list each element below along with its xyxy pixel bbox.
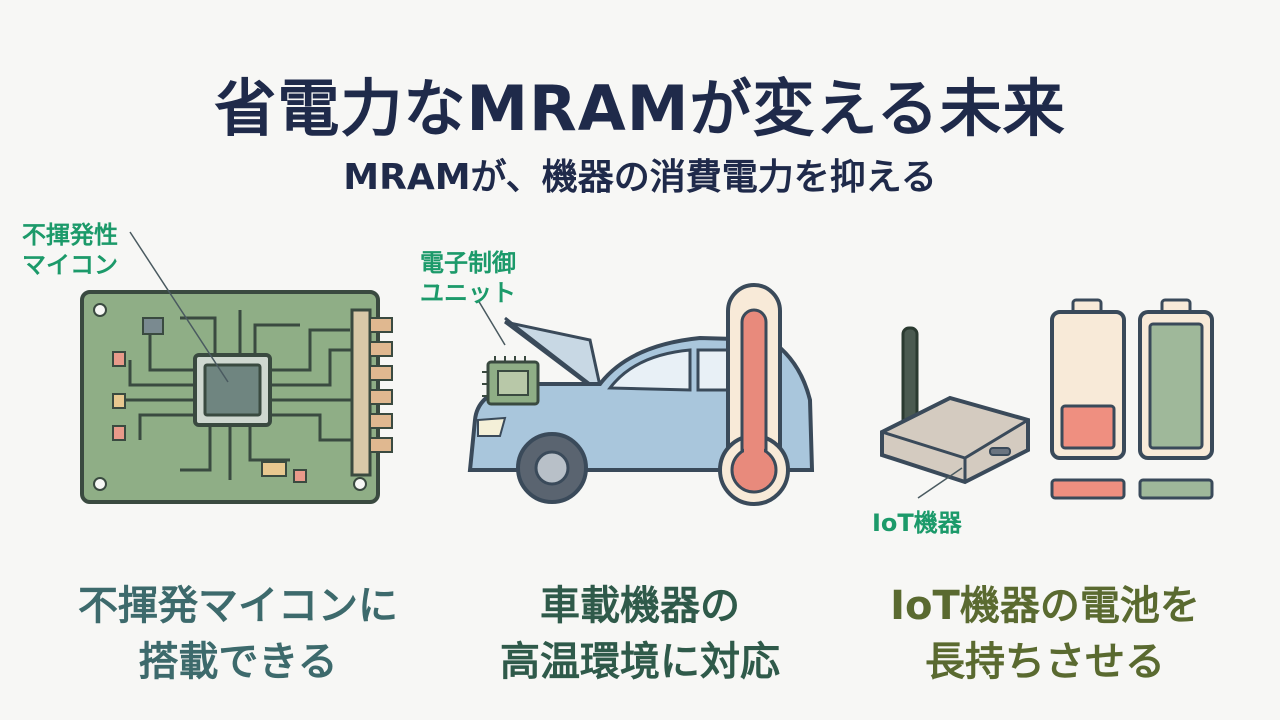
battery-full-illustration bbox=[1138, 298, 1214, 500]
page-title: 省電力なMRAMが変える未来 bbox=[214, 72, 1066, 145]
callout-iot-device: IoT機器 bbox=[872, 509, 962, 537]
caption-automotive: 車載機器の 高温環境に対応 bbox=[500, 583, 780, 685]
callout-ecu: 電子制御 ユニット bbox=[420, 249, 516, 307]
battery-low-illustration bbox=[1050, 298, 1126, 500]
circuit-board-illustration bbox=[80, 231, 393, 504]
page-subtitle: MRAMが、機器の消費電力を抑える bbox=[343, 157, 937, 198]
thermometer-illustration bbox=[718, 283, 790, 506]
callout-nonvolatile-mcu: 不揮発性 マイコン bbox=[22, 221, 118, 279]
caption-iot-battery: IoT機器の電池を 長持ちさせる bbox=[890, 583, 1200, 685]
caption-mcu: 不揮発マイコンに 搭載できる bbox=[78, 583, 398, 685]
iot-device-illustration bbox=[880, 326, 1030, 499]
